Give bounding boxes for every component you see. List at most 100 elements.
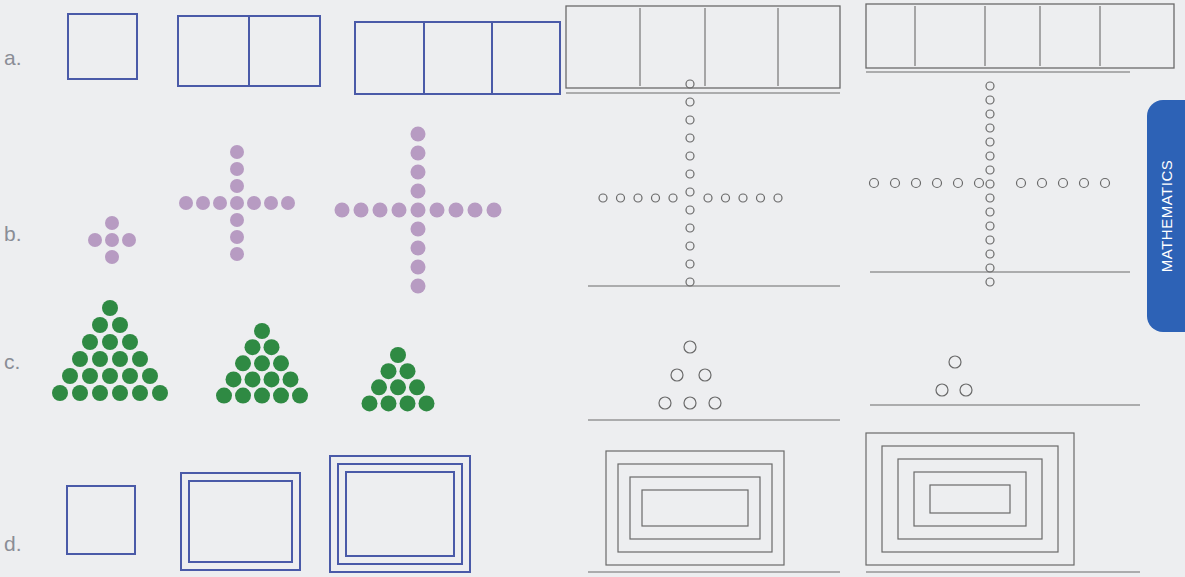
pencil-dot — [686, 242, 694, 250]
pencil-dot — [1101, 179, 1110, 188]
dot — [122, 233, 136, 247]
dot — [449, 203, 464, 218]
dot — [230, 196, 244, 210]
dot — [52, 385, 68, 401]
pencil-dot — [986, 278, 994, 286]
pencil-rectangle — [606, 451, 784, 565]
dot — [112, 351, 128, 367]
dot — [411, 279, 426, 294]
pencil-dot — [686, 152, 694, 160]
answer-line — [588, 286, 840, 287]
dot — [419, 395, 435, 411]
dot — [230, 213, 244, 227]
dot — [230, 230, 244, 244]
dot — [390, 347, 406, 363]
row-letter: c. — [4, 350, 20, 374]
dot — [72, 351, 88, 367]
dot — [281, 196, 295, 210]
dot — [88, 233, 102, 247]
dot — [152, 385, 168, 401]
dot — [354, 203, 369, 218]
pencil-dot — [669, 194, 677, 202]
pencil-divider — [984, 6, 985, 66]
dot — [102, 368, 118, 384]
answer-line — [866, 72, 1130, 73]
dot — [230, 162, 244, 176]
dot — [373, 203, 388, 218]
dot — [105, 216, 119, 230]
dot — [105, 250, 119, 264]
dot — [411, 184, 426, 199]
pencil-dot — [986, 180, 994, 188]
pencil-dot — [933, 179, 942, 188]
dot — [400, 363, 416, 379]
dot — [230, 145, 244, 159]
dot — [142, 368, 158, 384]
dot — [72, 385, 88, 401]
pencil-dot — [684, 341, 696, 353]
dot — [273, 355, 289, 371]
pencil-rectangle — [866, 433, 1074, 565]
dot — [92, 385, 108, 401]
pencil-rectangle — [630, 477, 760, 539]
dot — [254, 323, 270, 339]
pencil-dot — [774, 194, 782, 202]
pencil-dot — [986, 222, 994, 230]
dot — [264, 371, 280, 387]
dot — [390, 379, 406, 395]
dot — [468, 203, 483, 218]
dot — [362, 395, 378, 411]
pencil-strip — [866, 4, 1174, 68]
dot — [92, 351, 108, 367]
square — [330, 456, 470, 572]
dot — [283, 371, 299, 387]
pencil-dot — [986, 194, 994, 202]
answer-line — [588, 572, 840, 573]
pencil-dot — [686, 98, 694, 106]
pencil-divider — [639, 8, 640, 86]
dot — [430, 203, 445, 218]
pencil-dot — [686, 224, 694, 232]
dot — [245, 371, 261, 387]
pencil-dot — [986, 208, 994, 216]
pencil-divider — [1039, 6, 1040, 66]
dot — [411, 260, 426, 275]
pencil-dot — [684, 397, 696, 409]
dot — [105, 233, 119, 247]
pencil-dot — [686, 188, 694, 196]
dot — [335, 203, 350, 218]
dot — [82, 334, 98, 350]
pencil-dot — [975, 179, 984, 188]
pencil-strip — [566, 6, 840, 88]
dot — [411, 222, 426, 237]
dot — [179, 196, 193, 210]
answer-line — [566, 93, 840, 94]
pencil-dot — [986, 82, 994, 90]
divider — [491, 22, 493, 94]
pencil-dot — [709, 397, 721, 409]
square-strip — [178, 16, 320, 86]
divider — [248, 16, 250, 86]
pencil-divider — [704, 8, 705, 86]
dot — [381, 363, 397, 379]
pencil-dot — [1059, 179, 1068, 188]
dot — [122, 368, 138, 384]
pencil-dot — [986, 138, 994, 146]
dot — [247, 196, 261, 210]
pencil-dot — [686, 260, 694, 268]
pencil-dot — [986, 236, 994, 244]
pencil-rectangle — [898, 459, 1042, 539]
pencil-dot — [960, 384, 972, 396]
square — [181, 473, 300, 570]
dot — [411, 241, 426, 256]
dot — [245, 339, 261, 355]
pencil-dot — [686, 80, 694, 88]
dot — [122, 334, 138, 350]
square — [67, 486, 135, 554]
pencil-dot — [936, 384, 948, 396]
pencil-rectangle — [882, 446, 1058, 552]
pencil-divider — [777, 8, 778, 86]
pencil-dot — [686, 278, 694, 286]
row-letter: d. — [4, 532, 22, 556]
